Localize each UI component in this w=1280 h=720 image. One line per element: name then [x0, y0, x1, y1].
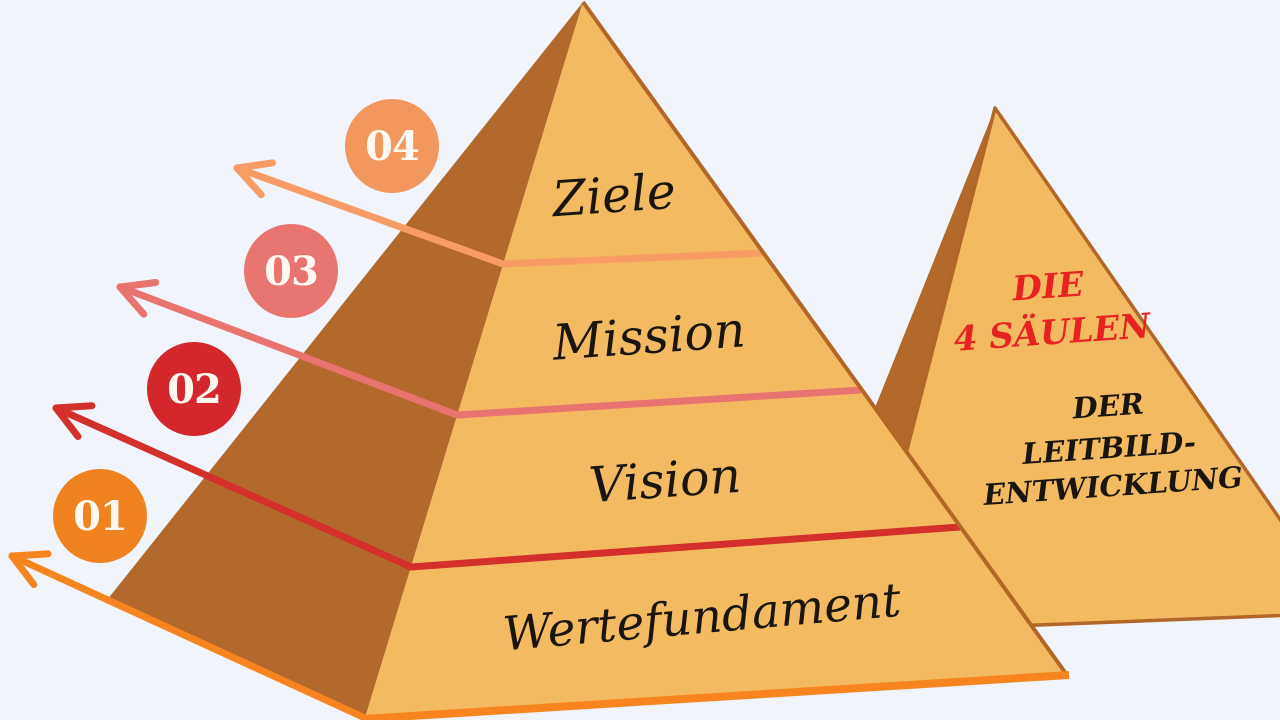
- side-pyramid-title-line1: DIE: [1010, 264, 1086, 309]
- step-badge-01-number: 01: [73, 493, 127, 540]
- arrow-03-shaft: [116, 283, 461, 419]
- arrow-01-head: [8, 550, 52, 589]
- arrow-02-shaft: [52, 404, 415, 571]
- main-pyramid-left-face: [107, 2, 583, 718]
- main-pyramid-front-face: [365, 2, 1067, 718]
- main-pyramid: [107, 0, 1070, 720]
- step-badge-03-circle: [244, 224, 338, 318]
- level-label-vision: Vision: [587, 447, 743, 514]
- level-arrows: [8, 159, 507, 720]
- arrow-04-head: [233, 159, 277, 199]
- step-badges: 04 03 02 01: [53, 99, 439, 563]
- step-badge-03-number: 03: [264, 248, 318, 295]
- step-badge-04-circle: [345, 99, 439, 193]
- level-divider-vision: [410, 523, 961, 571]
- level-divider-ziele: [502, 249, 764, 268]
- arrow-04-shaft: [233, 164, 507, 268]
- level-divider-mission: [456, 386, 862, 419]
- step-badge-02-number: 02: [167, 366, 221, 413]
- level-label-ziele: Ziele: [548, 163, 677, 229]
- arrow-02-head: [52, 402, 96, 440]
- step-badge-01-circle: [53, 469, 147, 563]
- step-badge-04-number: 04: [365, 123, 419, 170]
- arrow-01-shaft: [8, 552, 369, 720]
- step-badge-02-circle: [147, 342, 241, 436]
- main-pyramid-base-edge: [362, 671, 1070, 720]
- side-pyramid-front-face: [858, 106, 1280, 634]
- main-pyramid-right-edge: [581, 0, 1069, 677]
- side-pyramid-subtitle-line1: DER: [1070, 387, 1145, 426]
- arrow-03-head: [116, 279, 160, 318]
- level-label-mission: Mission: [550, 301, 747, 371]
